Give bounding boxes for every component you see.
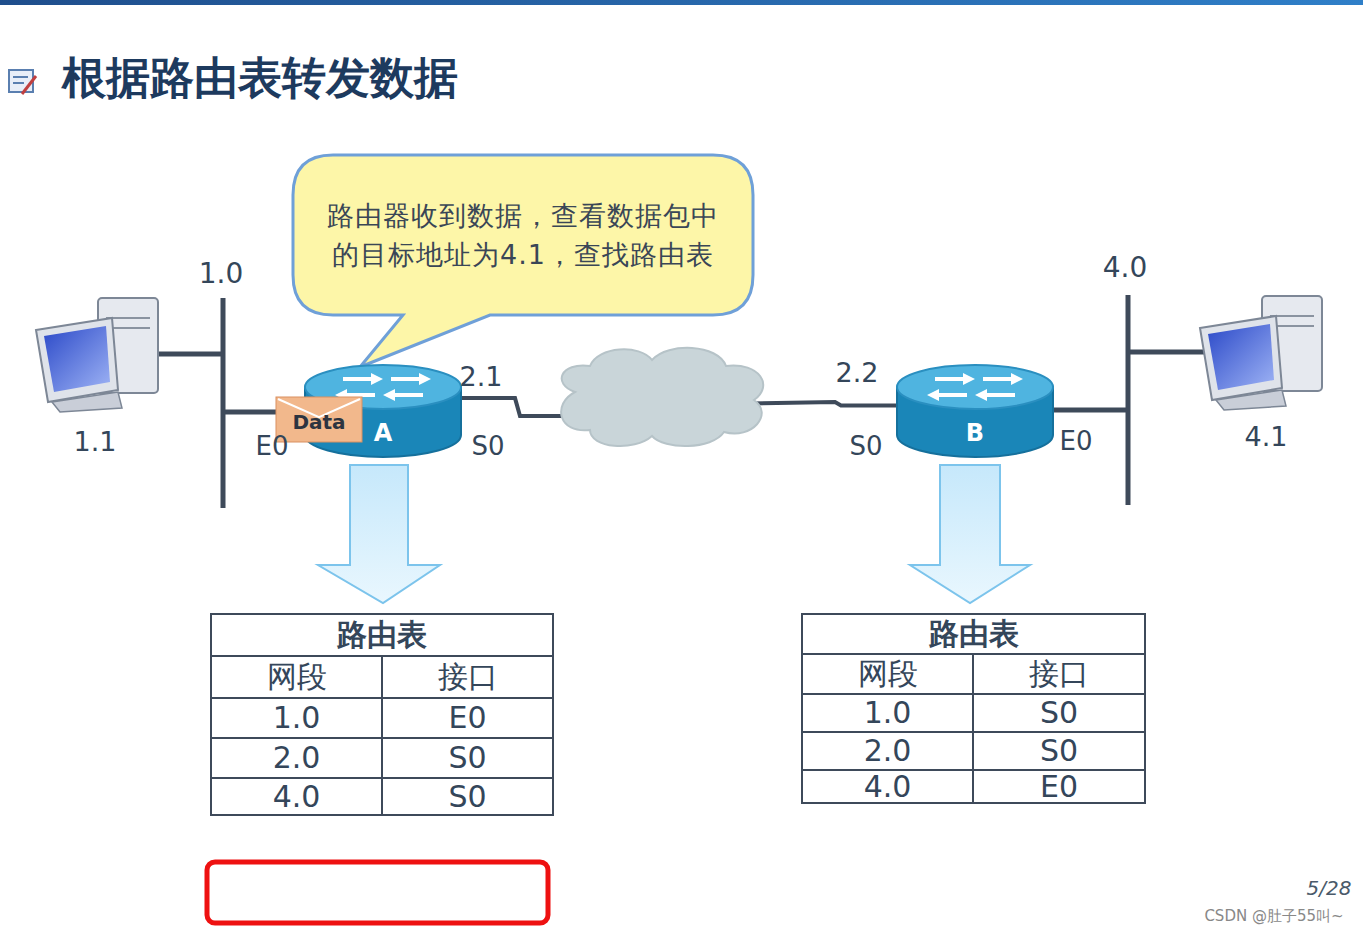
watermark: CSDN @肚子55叫~: [1190, 904, 1358, 928]
network-label: 1.0: [196, 256, 246, 292]
router-top: [897, 365, 1053, 409]
network-label: S0: [844, 428, 888, 464]
table-cell: 1.0: [211, 698, 382, 738]
table-cell: 网段: [802, 654, 973, 694]
table-cell: 路由表: [211, 614, 553, 656]
table-cell: S0: [382, 738, 553, 778]
router-name: A: [374, 416, 393, 451]
network-label: E0: [1054, 423, 1098, 459]
router-b: B: [896, 365, 1054, 457]
table-cell: 接口: [973, 654, 1145, 694]
node-outline: [293, 155, 753, 315]
table-cell: 4.0: [802, 770, 973, 803]
empty-highlight-box: [207, 862, 548, 923]
router-arrow: [983, 377, 1015, 381]
table-cell: S0: [382, 778, 553, 815]
table-cell: 路由表: [802, 614, 1145, 654]
data-text: Data: [292, 402, 345, 437]
table-cell: S0: [973, 732, 1145, 770]
data-envelope: Data: [276, 397, 362, 442]
router-name: B: [966, 416, 984, 451]
lan-wires: [158, 295, 1205, 508]
table-cell: E0: [382, 698, 553, 738]
router-arrowhead: [963, 373, 975, 385]
router-arrow: [391, 393, 423, 397]
title-icon: [9, 70, 36, 94]
router-arrowhead: [383, 389, 395, 401]
router-arrow: [391, 377, 423, 381]
router-arrowhead: [1011, 373, 1023, 385]
table-cell: 4.0: [211, 778, 382, 815]
down-arrow: [910, 465, 1030, 603]
network-label: 2.1: [456, 358, 506, 394]
router-arrow: [935, 393, 967, 397]
router-arrowhead: [927, 389, 939, 401]
router-arrow: [983, 393, 1015, 397]
envelope-shape: [276, 397, 362, 442]
table-cell: 1.0: [802, 694, 973, 732]
routing-table-grid: [211, 614, 553, 815]
computer-icon: [1200, 296, 1322, 410]
callout-bubble: 路由器收到数据，查看数据包中的目标地址为4.1，查找路由表: [293, 155, 753, 315]
top-bar: [0, 0, 1363, 5]
network-label: 1.1: [70, 423, 120, 459]
table-cell: S0: [973, 694, 1145, 732]
table-cell: 网段: [211, 656, 382, 698]
page-number: 5/28: [1300, 874, 1358, 902]
network-label: E0: [250, 428, 294, 464]
router-arrow: [935, 377, 967, 381]
table-cell: 2.0: [211, 738, 382, 778]
computer-icon: [36, 298, 158, 412]
router-arrowhead: [975, 389, 987, 401]
wan-cloud: [561, 348, 763, 446]
callout-text: 路由器收到数据，查看数据包中的目标地址为4.1，查找路由表: [315, 196, 731, 274]
table-cell: 2.0: [802, 732, 973, 770]
router-arrowhead: [419, 373, 431, 385]
router-arrow: [343, 377, 375, 381]
network-label: 4.0: [1100, 250, 1150, 286]
router-arrowhead: [371, 373, 383, 385]
table-cell: 接口: [382, 656, 553, 698]
bubble-shape: [293, 155, 753, 367]
table-cell: E0: [973, 770, 1145, 803]
down-arrow: [318, 465, 440, 603]
router-arrow: [343, 393, 375, 397]
network-label: S0: [466, 428, 510, 464]
routing-table-grid: [802, 614, 1145, 803]
network-label: 4.1: [1241, 418, 1291, 454]
slide-title: 根据路由表转发数据: [62, 50, 458, 106]
network-label: 2.2: [832, 354, 882, 390]
